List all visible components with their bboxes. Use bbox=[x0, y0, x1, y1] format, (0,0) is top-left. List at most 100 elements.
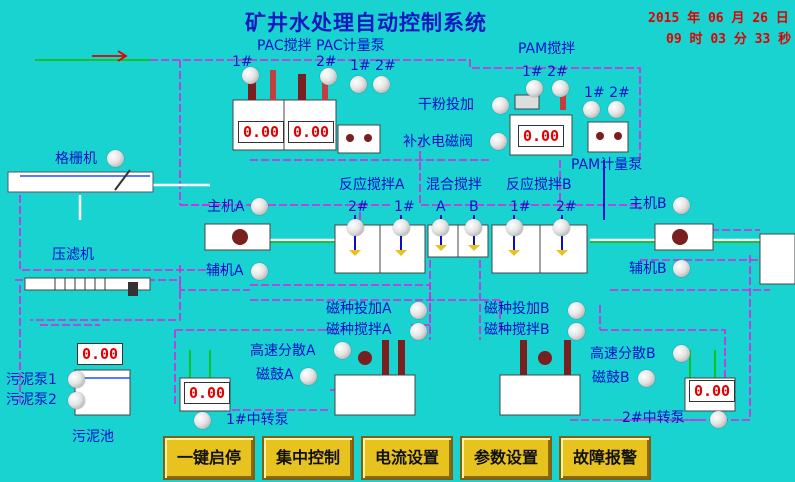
mix-b-indicator[interactable] bbox=[465, 219, 482, 236]
clock-second-unit: 秒 bbox=[778, 32, 792, 47]
seed-mix-b-indicator[interactable] bbox=[568, 323, 585, 340]
pam-pump-2-indicator[interactable] bbox=[608, 101, 625, 118]
seed-mix-a-indicator[interactable] bbox=[410, 323, 427, 340]
react-a-label: 反应搅拌A bbox=[339, 177, 405, 193]
pac-mix-1-label: 1# bbox=[232, 54, 253, 70]
pac-mix-1-indicator[interactable] bbox=[242, 67, 259, 84]
mix-label: 混合搅拌 bbox=[426, 177, 482, 193]
drum-b-indicator[interactable] bbox=[638, 370, 655, 387]
clock-year-unit: 年 bbox=[687, 11, 701, 26]
one-key-start-stop-button[interactable]: 一键启停 bbox=[163, 436, 255, 480]
main-a-label: 主机A bbox=[207, 199, 245, 215]
pac-mix-2-label: 2# bbox=[316, 54, 337, 70]
react-b-1-indicator[interactable] bbox=[506, 219, 523, 236]
clock-second: 33 bbox=[754, 32, 771, 47]
aux-b-indicator[interactable] bbox=[673, 260, 690, 277]
main-b-label: 主机B bbox=[629, 196, 667, 212]
reaction-tanks bbox=[334, 215, 588, 274]
seed-dose-b-label: 磁种投加B bbox=[484, 301, 550, 317]
transfer-2-level-display: 0.00 bbox=[689, 380, 735, 402]
page-title: 矿井水处理自动控制系统 bbox=[245, 11, 487, 35]
main-a-indicator[interactable] bbox=[251, 198, 268, 215]
pam-mix-1-indicator[interactable] bbox=[526, 80, 543, 97]
filter-press bbox=[24, 277, 151, 296]
tank-a-label: A bbox=[436, 199, 446, 215]
water-valve-indicator[interactable] bbox=[490, 133, 507, 150]
main-b-indicator[interactable] bbox=[673, 197, 690, 214]
disperse-b-label: 高速分散B bbox=[590, 346, 656, 362]
seed-dose-a-label: 磁种投加A bbox=[326, 301, 392, 317]
aux-a-indicator[interactable] bbox=[251, 263, 268, 280]
aux-b-label: 辅机B bbox=[629, 261, 667, 277]
clock-month: 06 bbox=[707, 11, 724, 26]
sludge-level-display: 0.00 bbox=[77, 343, 123, 365]
pump-units bbox=[204, 223, 714, 251]
react-b-label: 反应搅拌B bbox=[506, 177, 572, 193]
pam-pump-label: PAM计量泵 bbox=[571, 157, 643, 173]
react-a-1-indicator[interactable] bbox=[393, 219, 410, 236]
pac-header-label: PAC搅拌 PAC计量泵 bbox=[257, 38, 385, 54]
aux-a-label: 辅机A bbox=[206, 263, 244, 279]
disperse-b-indicator[interactable] bbox=[673, 345, 690, 362]
react-a-2-indicator[interactable] bbox=[347, 219, 364, 236]
sludge-pump-1-label: 污泥泵1 bbox=[6, 372, 57, 388]
grille-indicator[interactable] bbox=[107, 150, 124, 167]
transfer-1-label: 1#中转泵 bbox=[226, 412, 289, 428]
clock-hour: 09 bbox=[666, 32, 682, 47]
dosing-pipes bbox=[15, 59, 770, 421]
pam-header-label: PAM搅拌 bbox=[518, 41, 576, 57]
disperse-a-label: 高速分散A bbox=[250, 343, 316, 359]
parameter-setting-button[interactable]: 参数设置 bbox=[460, 436, 552, 480]
seed-mix-b-label: 磁种搅拌B bbox=[484, 322, 550, 338]
tank-2a-label: 2# bbox=[348, 199, 369, 215]
water-valve-label: 补水电磁阀 bbox=[403, 134, 473, 150]
tank-1b-label: 1# bbox=[510, 199, 531, 215]
transfer-2-indicator[interactable] bbox=[710, 411, 727, 428]
seed-dose-a-indicator[interactable] bbox=[410, 302, 427, 319]
fault-alarm-button[interactable]: 故障报警 bbox=[559, 436, 651, 480]
drum-a-indicator[interactable] bbox=[300, 368, 317, 385]
transfer-2-label: 2#中转泵 bbox=[622, 410, 685, 426]
filter-press-label: 压滤机 bbox=[52, 247, 94, 263]
tank-b-label: B bbox=[469, 199, 479, 215]
pac-pump-label: 1# 2# bbox=[350, 58, 396, 74]
transfer-1-indicator[interactable] bbox=[194, 412, 211, 429]
grille-label: 格栅机 bbox=[55, 151, 97, 167]
pac-2-level-display: 0.00 bbox=[288, 121, 334, 143]
inlet-arrow-icon bbox=[92, 50, 128, 62]
clock-day: 26 bbox=[752, 11, 768, 26]
seed-mix-a-label: 磁种搅拌A bbox=[326, 322, 392, 338]
clock-minute: 03 bbox=[710, 32, 726, 47]
pam-mix-label: 1# 2# bbox=[522, 64, 568, 80]
pac-pump-1-indicator[interactable] bbox=[350, 76, 367, 93]
disperse-a-indicator[interactable] bbox=[334, 342, 351, 359]
seed-dose-b-indicator[interactable] bbox=[568, 302, 585, 319]
date-readout: 2015 年 06 月 26 日 bbox=[648, 7, 789, 26]
pam-mix-2-indicator[interactable] bbox=[552, 80, 569, 97]
transfer-1-level-display: 0.00 bbox=[184, 382, 230, 404]
sludge-pump-1-indicator[interactable] bbox=[68, 371, 85, 388]
react-b-2-indicator[interactable] bbox=[553, 219, 570, 236]
sludge-pump-2-label: 污泥泵2 bbox=[6, 392, 57, 408]
clock-minute-unit: 分 bbox=[733, 32, 747, 47]
pam-pump-1-indicator[interactable] bbox=[583, 101, 600, 118]
tank-2b-label: 2# bbox=[556, 199, 577, 215]
pam-pump-no-label: 1# 2# bbox=[584, 85, 630, 101]
clock-month-unit: 月 bbox=[731, 11, 745, 26]
water-pipes bbox=[78, 183, 765, 242]
mix-a-indicator[interactable] bbox=[432, 219, 449, 236]
dry-powder-indicator[interactable] bbox=[492, 97, 509, 114]
sludge-pump-2-indicator[interactable] bbox=[68, 392, 85, 409]
clock-day-unit: 日 bbox=[775, 11, 789, 26]
pam-level-display: 0.00 bbox=[518, 125, 564, 147]
current-setting-button[interactable]: 电流设置 bbox=[361, 436, 453, 480]
pac-mix-2-indicator[interactable] bbox=[320, 68, 337, 85]
clock-hour-unit: 时 bbox=[689, 32, 703, 47]
magnetic-separators bbox=[334, 340, 581, 416]
grille-channel bbox=[7, 169, 154, 193]
pac-pump-2-indicator[interactable] bbox=[373, 76, 390, 93]
drum-b-label: 磁鼓B bbox=[592, 370, 630, 386]
central-control-button[interactable]: 集中控制 bbox=[262, 436, 354, 480]
pac-1-level-display: 0.00 bbox=[238, 121, 284, 143]
